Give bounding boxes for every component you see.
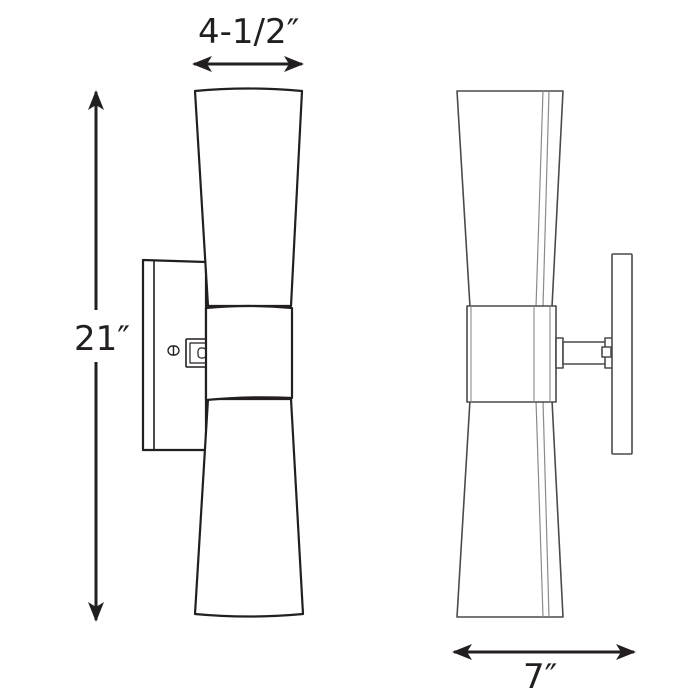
center-band-side (466, 305, 557, 403)
lower-shade (193, 397, 305, 618)
upper-shade (193, 87, 304, 308)
width-dimension-label: 4-1/2″ (198, 12, 300, 52)
mounting-screw-icon (167, 345, 180, 356)
depth-dimension-label: 7″ (523, 657, 558, 697)
front-view (141, 87, 305, 618)
side-view (456, 90, 633, 618)
height-dimension-label: 21″ (74, 318, 130, 360)
upper-shade-side (456, 90, 564, 308)
arm-connector (185, 338, 207, 368)
lower-shade-side (456, 399, 564, 618)
arm-side (555, 337, 614, 369)
center-band (204, 304, 294, 402)
mounting-plate-side (611, 253, 633, 455)
